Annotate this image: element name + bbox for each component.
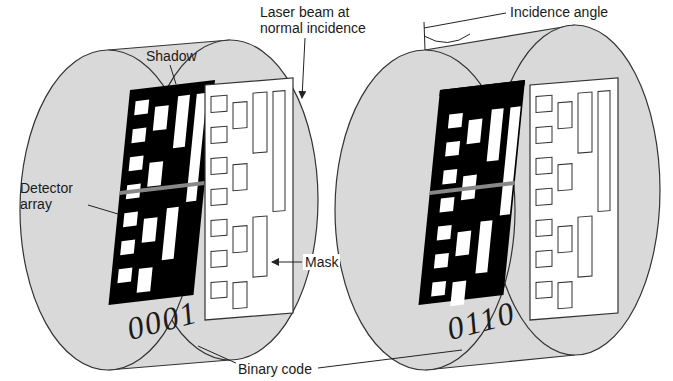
leader-line	[198, 346, 238, 364]
leader-line	[424, 13, 506, 28]
leader-line	[88, 205, 118, 214]
beam-label: Laser beam at normal incidence	[258, 4, 380, 36]
angle-arc	[424, 34, 470, 43]
laser-cylinder	[20, 40, 318, 370]
code-value: 0110	[443, 295, 519, 346]
mask-label: Mask	[303, 254, 340, 270]
mask	[205, 78, 293, 320]
read-line	[120, 181, 205, 195]
shadow-pattern	[116, 93, 207, 295]
binary-code-label: Binary code	[236, 361, 314, 377]
shadow-label: Shadow	[146, 48, 197, 64]
detector-plate	[439, 80, 525, 96]
shadow-pattern	[430, 106, 521, 308]
mask	[530, 78, 618, 320]
detector-label: Detector array	[20, 180, 86, 212]
detector-array	[418, 80, 525, 310]
laser-cylinder	[335, 25, 660, 370]
code-value: 0001	[123, 295, 201, 346]
mask-pattern	[205, 78, 293, 320]
read-line	[430, 181, 515, 195]
detector-plate	[109, 80, 216, 305]
angle-label: Incidence angle	[508, 4, 610, 20]
shadow-pattern	[430, 106, 521, 308]
leader-arrow	[302, 38, 305, 98]
leader-line	[318, 350, 462, 368]
mask-pattern	[530, 78, 618, 320]
leader-line	[170, 65, 176, 84]
beam-end	[490, 25, 660, 355]
leader-arrow	[272, 262, 302, 263]
detector-array	[109, 80, 216, 305]
